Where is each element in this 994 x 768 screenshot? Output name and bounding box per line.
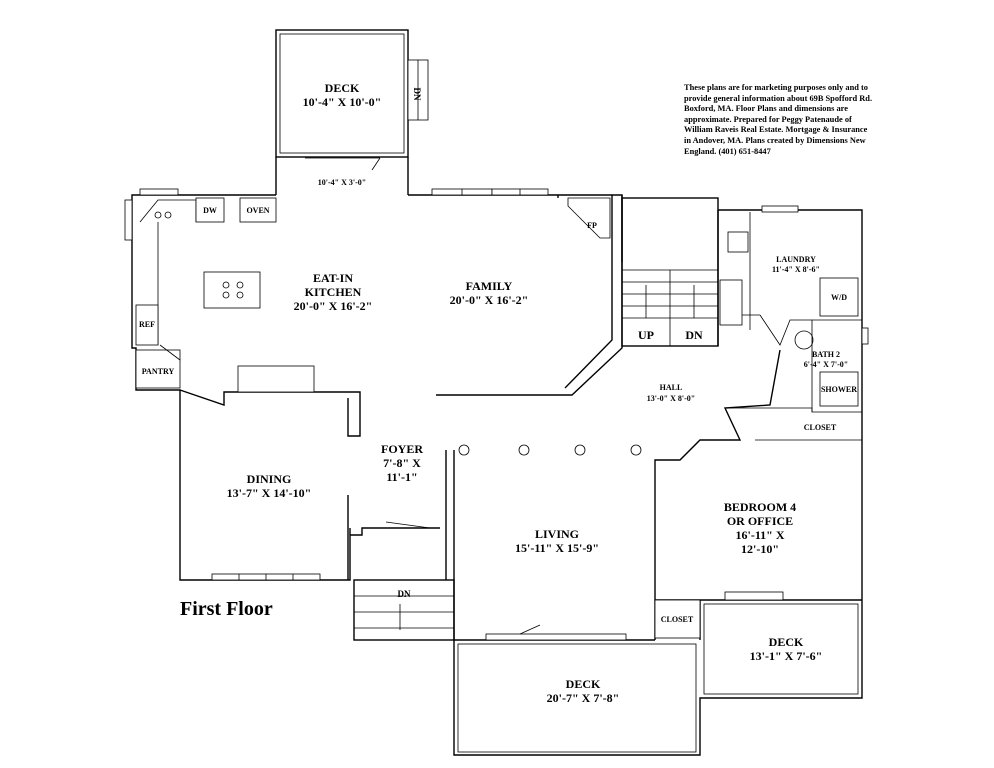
kitchen-dims: 20'-0" X 16'-2" — [294, 299, 373, 313]
foyer-dims-2: 11'-1" — [386, 470, 417, 484]
wd-label: W/D — [831, 293, 847, 302]
staircase: UP DN — [622, 269, 718, 346]
closet-bed-label: CLOSET — [661, 615, 694, 624]
bottom-decks — [453, 600, 863, 756]
kitchen-name-2: KITCHEN — [305, 285, 362, 299]
living-dims: 15'-11" X 15'-9" — [515, 541, 599, 555]
kitchen-fixtures: DW OVEN REF PANTRY — [135, 197, 315, 393]
pantry-label: PANTRY — [142, 367, 175, 376]
stairs-dn-label: DN — [685, 328, 703, 342]
floor-title: First Floor — [180, 598, 273, 620]
deck-top-dims: 10'-4" X 10'-0" — [303, 95, 382, 109]
landing: 10'-4" X 3'-0" — [275, 157, 409, 195]
hall-name: HALL — [660, 383, 683, 392]
laundry-dims: 11'-4" X 8'-6" — [772, 265, 820, 274]
deck-top-label: DECK — [325, 81, 360, 95]
deck-bottom-dims: 20'-7" X 7'-8" — [547, 691, 620, 705]
foyer-dims-1: 7'-8" X — [383, 456, 421, 470]
top-deck: DECK 10'-4" X 10'-0" DN — [275, 29, 429, 158]
front-stairs-dn-label: DN — [398, 589, 411, 599]
shower-label: SHOWER — [821, 385, 857, 394]
foyer-name: FOYER — [381, 442, 423, 456]
fp-label: FP — [587, 221, 597, 230]
bath2-name: BATH 2 — [812, 350, 840, 359]
landing-dims: 10'-4" X 3'-0" — [318, 178, 366, 187]
bedroom4-name-2: OR OFFICE — [727, 514, 793, 528]
dining-dims: 13'-7" X 14'-10" — [227, 486, 312, 500]
family-dims: 20'-0" X 16'-2" — [450, 293, 529, 307]
dining-name: DINING — [247, 472, 292, 486]
disclaimer-text: These plans are for marketing purposes o… — [684, 83, 873, 156]
laundry-name: LAUNDRY — [776, 255, 816, 264]
exterior-walls — [124, 188, 869, 641]
dw-label: DW — [203, 206, 217, 215]
oven-label: OVEN — [246, 206, 269, 215]
laundry-bath-fixtures: W/D SHOWER CLOSET CLOSET DN — [398, 231, 859, 639]
deck-bottom-name: DECK — [566, 677, 601, 691]
deck-right-dims: 13'-1" X 7'-6" — [750, 649, 823, 663]
bedroom4-dims-1: 16'-11" X — [736, 528, 785, 542]
bedroom4-dims-2: 12'-10" — [741, 542, 779, 556]
room-labels: EAT-IN KITCHEN 20'-0" X 16'-2" FAMILY 20… — [227, 255, 849, 705]
kitchen-name-1: EAT-IN — [313, 271, 353, 285]
living-name: LIVING — [535, 527, 579, 541]
deck-stairs-dn-label: DN — [412, 88, 422, 101]
closet-hall-label: CLOSET — [804, 423, 837, 432]
ref-label: REF — [139, 320, 155, 329]
fireplace: FP — [567, 197, 611, 239]
bedroom4-name-1: BEDROOM 4 — [724, 500, 796, 514]
bath2-dims: 6'-4" X 7'-0" — [804, 360, 848, 369]
deck-right-name: DECK — [769, 635, 804, 649]
stairs-up-label: UP — [638, 328, 654, 342]
hall-dims: 13'-0" X 8'-0" — [647, 394, 695, 403]
family-name: FAMILY — [466, 279, 513, 293]
